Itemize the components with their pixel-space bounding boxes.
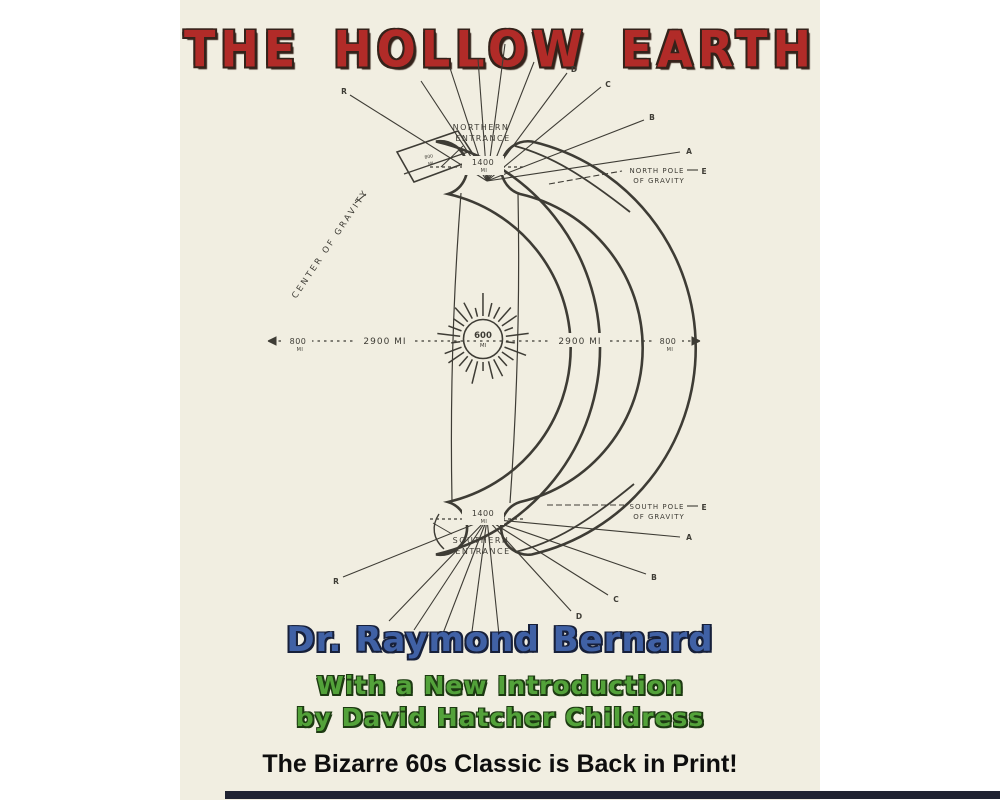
label-bg	[462, 156, 504, 175]
equator-arrow-right	[691, 336, 701, 346]
crust-right-value: 800	[660, 337, 677, 346]
top-opening-unit: MI	[481, 168, 488, 174]
ray-letter-d-bottom: D	[576, 612, 582, 621]
intro-line-2: by David Hatcher Childress	[295, 703, 705, 732]
book-cover	[180, 0, 820, 800]
ray-letter-e-top: E	[701, 167, 706, 176]
northern-entrance-label-1: NORTHERN	[453, 123, 510, 132]
intro-line-1: With a New Introduction	[316, 671, 684, 700]
curl-bottom-right	[514, 483, 635, 553]
southern-entrance-label-1: SOUTHERN	[453, 536, 510, 545]
label-bg	[550, 333, 610, 347]
slab-thickness-unit: MI	[428, 161, 434, 168]
ray-letter-e-bottom: E	[701, 503, 706, 512]
south-pole-label-2: OF GRAVITY	[633, 513, 685, 521]
ray-letter-d-top: D	[571, 65, 577, 74]
bottom-edge-bar	[225, 791, 1000, 799]
central-sun	[462, 318, 504, 360]
inner-radius-right: 2900 MI	[558, 337, 601, 347]
inner-radius-left: 2900 MI	[363, 337, 406, 347]
bottom-opening-value: 1400	[472, 509, 494, 518]
crust-left-unit: MI	[297, 347, 304, 353]
ray-letter-a-bottom: A	[686, 533, 692, 542]
label-bg	[654, 330, 682, 350]
tagline: The Bizarre 60s Classic is Back in Print…	[262, 750, 738, 778]
author-name: Dr. Raymond Bernard	[286, 620, 714, 660]
label-bg	[284, 330, 312, 350]
center-of-gravity-dash	[354, 193, 367, 204]
curl-bottom-left	[433, 513, 445, 550]
crust-left-value: 800	[290, 337, 307, 346]
ray-letter-b-bottom: B	[651, 573, 657, 582]
south-pole-label-1: SOUTH POLE	[630, 503, 685, 511]
top-opening-value: 1400	[472, 158, 494, 167]
slab-thickness-value: 800	[424, 153, 434, 160]
center-of-gravity-label: CENTER OF GRAVITY	[290, 188, 371, 301]
ray-letter-r-bottom: R	[333, 577, 339, 586]
bottom-opening-unit: MI	[481, 519, 488, 525]
throat-line-left	[450, 192, 462, 503]
southern-entrance-pointer	[432, 522, 453, 535]
north-pole-label-1: NORTH POLE	[630, 167, 685, 175]
ray-letter-r-top: R	[341, 87, 347, 96]
throat-line-right	[509, 192, 520, 504]
shell-right	[499, 139, 697, 557]
northern-entrance-label-2: ENTRANCE	[455, 134, 510, 143]
northern-entrance-pointer	[440, 145, 464, 168]
label-bg	[355, 333, 415, 347]
ray-letter-a-top: A	[686, 147, 692, 156]
sun-diameter-unit: MI	[480, 343, 487, 349]
equator-arrow-left	[267, 336, 277, 346]
southern-entrance-label-2: ENTRANCE	[455, 547, 510, 556]
crust-slab-line	[403, 151, 469, 175]
crust-right-unit: MI	[667, 347, 674, 353]
north-pole-leader	[548, 170, 623, 185]
bottom-ray-fan	[342, 518, 681, 640]
label-bg	[462, 507, 504, 525]
top-ray-fan	[349, 43, 681, 182]
ray-letter-c-bottom: C	[613, 595, 619, 604]
sun-diameter-value: 600	[474, 331, 492, 341]
book-title: THE HOLLOW EARTH	[183, 19, 816, 79]
north-pole-label-2: OF GRAVITY	[633, 177, 685, 185]
ray-letter-c-top: C	[605, 80, 611, 89]
curl-top-right	[514, 145, 631, 213]
central-sun-rays	[437, 292, 529, 384]
ray-letter-b-top: B	[649, 113, 655, 122]
